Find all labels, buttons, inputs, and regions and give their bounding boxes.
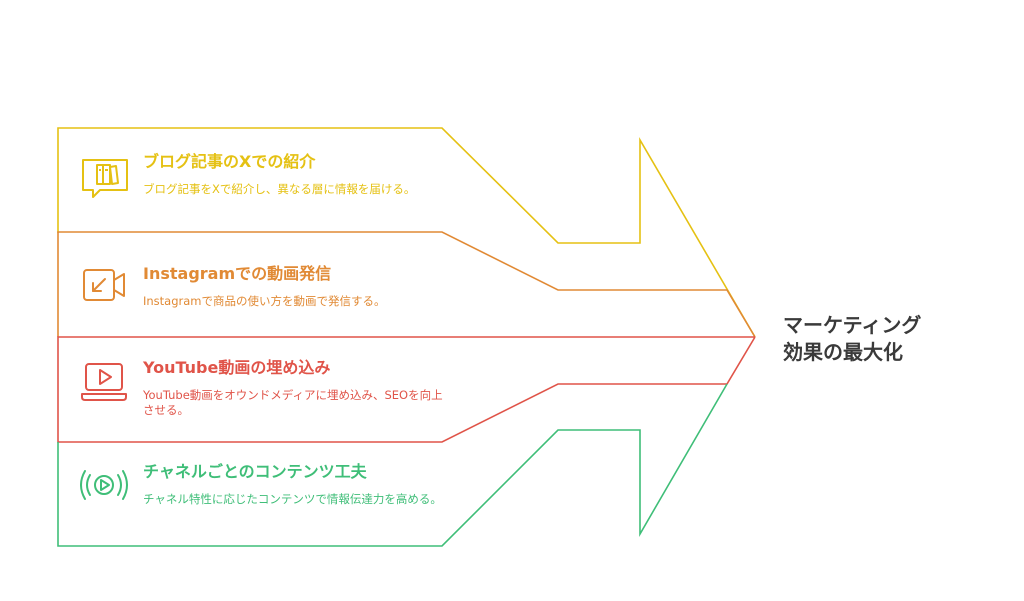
section-description: チャネル特性に応じたコンテンツで情報伝達力を高める。: [143, 492, 442, 506]
goal-line-2: 効果の最大化: [783, 340, 903, 364]
video-player-icon: [80, 354, 132, 406]
broadcast-play-icon: [80, 458, 132, 510]
section-title: Instagramでの動画発信: [143, 264, 332, 283]
video-camera-icon: [80, 260, 132, 312]
section-description: YouTube動画をオウンドメディアに埋め込み、SEOを向上させる。: [143, 388, 443, 417]
section-description: Instagramで商品の使い方を動画で発信する。: [143, 294, 386, 308]
section-outline-2: [57, 231, 756, 338]
section-outline-1: [57, 127, 756, 338]
goal-label: マーケティング 効果の最大化: [783, 312, 921, 366]
goal-line-1: マーケティング: [783, 313, 922, 337]
section-title: ブログ記事のXでの紹介: [143, 152, 316, 171]
section-title: チャネルごとのコンテンツ工夫: [143, 462, 367, 481]
section-title: YouTube動画の埋め込み: [143, 358, 331, 377]
blog-book-icon: [80, 148, 132, 200]
section-description: ブログ記事をXで紹介し、異なる層に情報を届ける。: [143, 182, 416, 196]
section-outline-4: [57, 383, 728, 547]
